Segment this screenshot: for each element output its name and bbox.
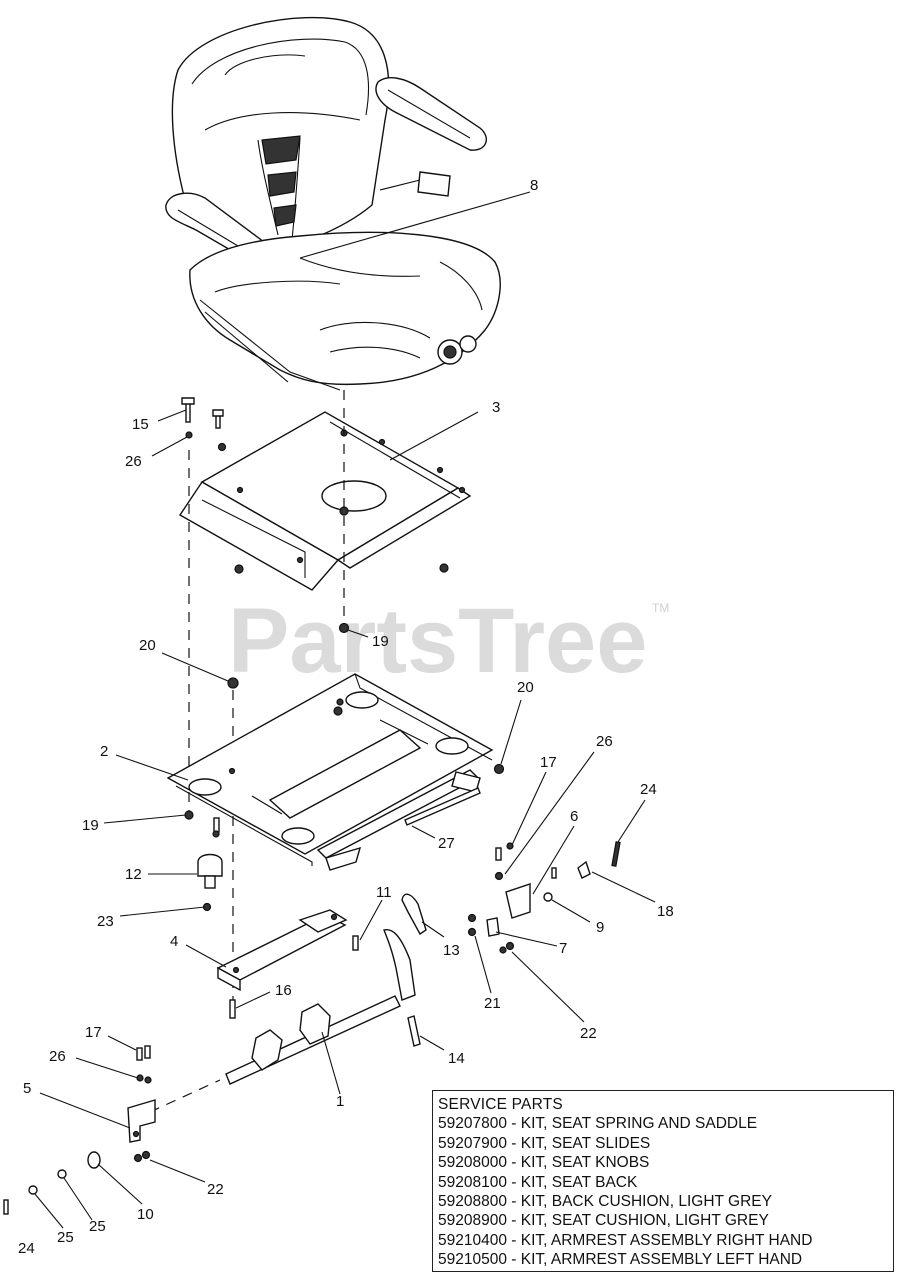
part-3-slide-plate [179,411,472,591]
callout-11: 11 [376,884,392,901]
right-hardware [467,841,621,954]
callout-20: 20 [139,637,156,654]
part-2-seat-plate [166,622,505,871]
callout-1: 1 [336,1093,344,1110]
service-part-item: 59207900 - KIT, SEAT SLIDES [438,1134,651,1152]
watermark-text: PartsTree [228,590,647,692]
callout-27: 27 [438,835,455,852]
service-part-item: 59208100 - KIT, SEAT BACK [438,1173,638,1191]
callout-17: 17 [540,754,557,771]
part-14-spring [407,1015,421,1047]
callout-labels: 8 3 15 26 19 20 20 2 19 27 17 26 6 24 12… [18,177,674,1257]
service-parts-title: SERVICE PARTS [438,1096,563,1113]
callout-4: 4 [170,933,178,950]
service-part-item: 59208800 - KIT, BACK CUSHION, LIGHT GREY [438,1193,772,1211]
callout-26: 26 [49,1048,66,1065]
callout-19: 19 [372,633,389,650]
callout-24: 24 [18,1240,35,1257]
part-1-shaft [225,928,416,1085]
callout-2: 2 [100,743,108,760]
callout-19: 19 [82,817,99,834]
plate-hardware [181,397,449,574]
callout-23: 23 [97,913,114,930]
assembly-line-shaft [149,1079,221,1113]
part-12-bumper [197,853,223,889]
part-13-handle [401,893,427,936]
service-parts-box: SERVICE PARTS 59207800 - KIT, SEAT SPRIN… [432,1090,894,1272]
callout-8: 8 [530,177,538,194]
service-part-item: 59210500 - KIT, ARMREST ASSEMBLY LEFT HA… [438,1251,803,1269]
callout-22: 22 [580,1025,597,1042]
callout-24: 24 [640,781,657,798]
callout-20: 20 [517,679,534,696]
callout-7: 7 [559,940,567,957]
service-part-item: 59208900 - KIT, SEAT CUSHION, LIGHT GREY [438,1212,769,1230]
callout-9: 9 [596,919,604,936]
callout-25: 25 [89,1218,106,1235]
watermark-tm: TM [652,601,669,615]
seat-assembly [165,16,501,391]
callout-21: 21 [484,995,501,1012]
callout-26: 26 [125,453,142,470]
callout-15: 15 [132,416,149,433]
callout-5: 5 [23,1080,31,1097]
part-16-bolt [229,999,236,1019]
callout-26: 26 [596,733,613,750]
callout-22: 22 [207,1181,224,1198]
service-part-item: 59208000 - KIT, SEAT KNOBS [438,1154,650,1172]
callout-3: 3 [492,399,500,416]
leader-lines [34,191,656,1229]
callout-16: 16 [275,982,292,999]
service-part-item: 59207800 - KIT, SEAT SPRING AND SADDLE [438,1115,758,1133]
part-4-bracket [216,909,348,992]
part-27-rod [404,787,481,826]
callout-6: 6 [570,808,578,825]
part-11-bolt [352,935,359,951]
bottom-left-hardware [3,1045,156,1215]
callout-14: 14 [448,1050,465,1067]
callout-13: 13 [443,942,460,959]
callout-25: 25 [57,1229,74,1246]
service-part-item: 59210400 - KIT, ARMREST ASSEMBLY RIGHT H… [438,1231,813,1249]
callout-18: 18 [657,903,674,920]
callout-10: 10 [137,1206,154,1223]
callout-17: 17 [85,1024,102,1041]
callout-12: 12 [125,866,142,883]
